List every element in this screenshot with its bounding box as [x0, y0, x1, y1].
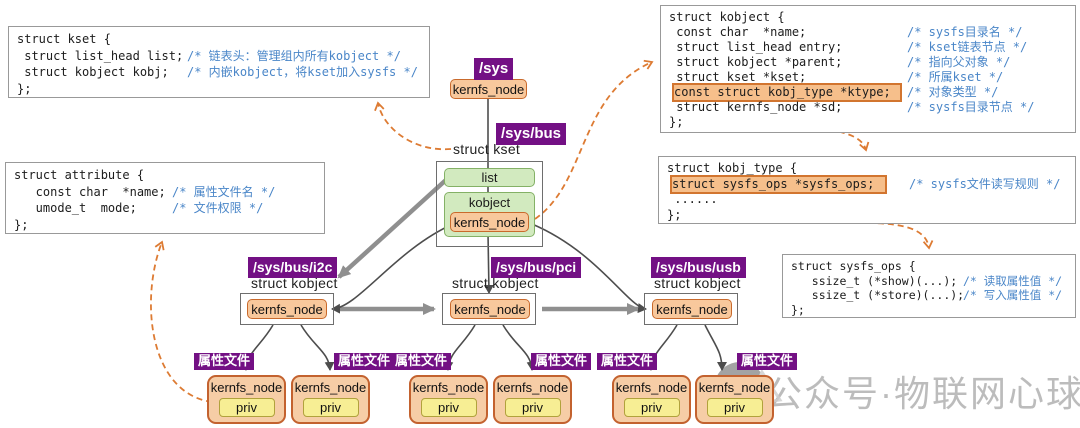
leaf-kernfs-node-box: kernfs_node priv	[291, 375, 370, 424]
leaf-kernfs-label: kernfs_node	[210, 380, 283, 395]
code-line: };	[667, 207, 682, 222]
priv-box: priv	[623, 398, 680, 417]
priv-box: priv	[218, 398, 275, 417]
leaf-kernfs-node-box: kernfs_node priv	[493, 375, 572, 424]
code-comment: /* 链表头：管理组内所有kobject */	[187, 48, 401, 63]
kobject-code-box: struct kobject { const char *name; /* sys…	[660, 5, 1076, 133]
code-line: struct list_head entry;	[669, 40, 843, 54]
code-line: };	[669, 115, 684, 129]
list-field-box: list	[444, 168, 535, 187]
leaf-kernfs-label: kernfs_node	[496, 380, 569, 395]
pci-kernfs-node-box: kernfs_node	[450, 299, 530, 319]
sys-kernfs-node-box: kernfs_node	[450, 79, 527, 99]
arrow-kset-kernfs-to-i2c	[331, 223, 454, 314]
code-line: struct kobject kobj;	[17, 65, 169, 79]
code-comment: /* 文件权限 */	[172, 201, 264, 215]
leaf-kernfs-label: kernfs_node	[412, 380, 485, 395]
dashed-arrow-priv-to-attribute	[150, 240, 213, 403]
code-comment: /* 读取属性值 */	[963, 273, 1063, 288]
code-line: };	[17, 81, 32, 96]
code-line: struct kobject {	[669, 10, 785, 24]
priv-box: priv	[706, 398, 763, 417]
attr-file-label: 属性文件	[334, 353, 395, 370]
leaf-kernfs-node-box: kernfs_node priv	[409, 375, 488, 424]
leaf-kernfs-label: kernfs_node	[698, 380, 771, 395]
i2c-kernfs-node-box: kernfs_node	[247, 299, 327, 319]
usb-dir-label: /sys/bus/usb	[651, 257, 746, 278]
code-comment: /* kset链表节点 */	[907, 40, 1028, 54]
sysfs-ops-code-box: struct sysfs_ops { ssize_t (*show)(...);…	[782, 254, 1076, 318]
code-line: ssize_t (*show)(...);	[791, 273, 958, 288]
priv-box: priv	[302, 398, 359, 417]
attr-file-label: 属性文件	[597, 353, 658, 370]
sys-dir-label: /sys	[474, 58, 514, 80]
code-line: struct kobject *parent;	[669, 55, 843, 69]
code-comment: /* sysfs目录名 */	[907, 25, 1023, 39]
kset-caption: struct kset	[453, 141, 521, 157]
arrow-usb-to-leaf6	[704, 324, 727, 371]
code-line: struct kset *kset;	[669, 70, 807, 84]
priv-box: priv	[504, 398, 561, 417]
code-comment: /* 写入属性值 */	[963, 288, 1063, 302]
leaf-kernfs-node-box: kernfs_node priv	[695, 375, 774, 424]
attr-file-label: 属性文件	[194, 353, 255, 370]
code-line: umode_t mode;	[14, 201, 137, 215]
usb-kobject-caption: struct kobject	[654, 275, 741, 291]
code-line: };	[791, 302, 805, 317]
leaf-kernfs-label: kernfs_node	[294, 380, 367, 395]
attribute-code-box: struct attribute { const char *name; /* 属…	[5, 162, 325, 234]
kset-code-box: struct kset { struct list_head list;/* 链…	[8, 26, 430, 98]
dashed-arrow-kobject-struct-ref	[534, 59, 654, 220]
attr-file-label: 属性文件	[737, 353, 798, 370]
arrow-kset-kernfs-to-pci	[483, 232, 494, 294]
pci-kobject-caption: struct kobject	[452, 275, 539, 291]
code-comment: /* 内嵌kobject，将kset加入sysfs */	[187, 65, 418, 79]
leaf-kernfs-node-box: kernfs_node priv	[612, 375, 691, 424]
kobj-type-code-box: struct kobj_type { struct sysfs_ops *sys…	[658, 156, 1076, 224]
code-line: ......	[667, 192, 718, 206]
arrow-pci-to-leaf3	[443, 324, 476, 371]
code-comment: /* 指向父对象 */	[907, 55, 1011, 69]
kset-kernfs-node-box: kernfs_node	[450, 212, 529, 232]
priv-box: priv	[420, 398, 477, 417]
usb-kernfs-node-box: kernfs_node	[652, 299, 732, 319]
code-line-highlighted-sysfs-ops: struct sysfs_ops *sysfs_ops;	[670, 174, 887, 194]
leaf-kernfs-label: kernfs_node	[615, 380, 688, 395]
code-line: };	[14, 217, 29, 232]
code-line: struct sysfs_ops {	[791, 259, 916, 273]
sys-bus-dir-label: /sys/bus	[496, 123, 567, 145]
code-line: struct kset {	[17, 32, 111, 46]
code-line: struct attribute {	[14, 168, 145, 182]
code-line: struct kobj_type {	[667, 161, 798, 175]
arrow-list-to-i2c-kobject	[337, 177, 449, 279]
code-comment: /* 对象类型 */	[907, 85, 999, 99]
code-comment: /* sysfs目录节点 */	[907, 100, 1035, 114]
attr-file-label: 属性文件	[531, 353, 592, 370]
leaf-kernfs-node-box: kernfs_node priv	[207, 375, 286, 424]
kset-outer-box	[436, 161, 543, 247]
dashed-arrow-kset-struct-ref	[374, 101, 452, 151]
pci-dir-label: /sys/bus/pci	[491, 257, 582, 278]
code-comment: /* 所属kset */	[907, 70, 1004, 84]
code-line: const char *name;	[14, 184, 166, 199]
code-line: ssize_t (*store)(...);	[791, 288, 965, 302]
i2c-kobject-caption: struct kobject	[251, 275, 338, 291]
arrow-kset-kernfs-to-usb	[531, 223, 647, 314]
code-comment: /* sysfs文件读写规则 */	[909, 176, 1061, 191]
code-comment: /* 属性文件名 */	[172, 184, 276, 199]
attr-file-label: 属性文件	[391, 353, 452, 370]
arrow-i2c-to-leaf2	[300, 324, 335, 371]
code-line-highlighted-ktype: const struct kobj_type *ktype;	[672, 83, 902, 102]
watermark-text: 公众号·物联网心球	[766, 373, 1080, 414]
code-line: struct list_head list;	[17, 48, 184, 63]
i2c-dir-label: /sys/bus/i2c	[248, 257, 338, 278]
arrow-pci-to-leaf4	[502, 324, 537, 371]
code-line: const char *name;	[669, 25, 807, 39]
code-line: struct kernfs_node *sd;	[669, 100, 843, 114]
